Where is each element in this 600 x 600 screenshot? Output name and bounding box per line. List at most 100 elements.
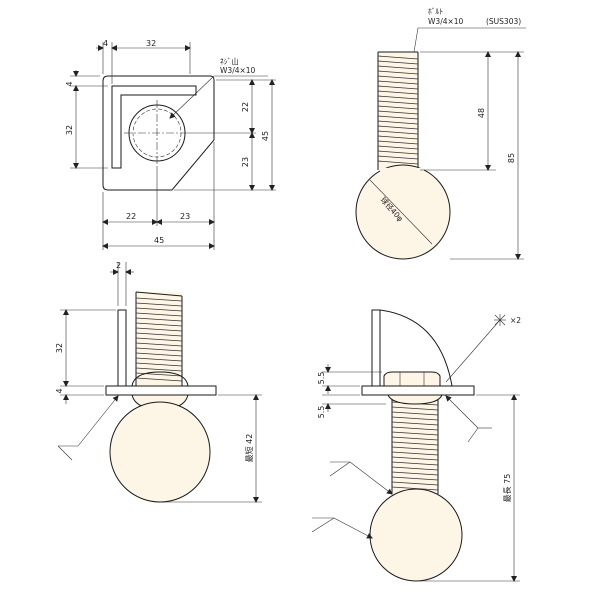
dim-bottom-45: 45 xyxy=(154,236,164,245)
callout-thread-size: W3/4×10 xyxy=(220,66,256,75)
thread-line xyxy=(135,312,183,317)
thread-line xyxy=(391,486,439,491)
bolt-thread-bl xyxy=(135,291,183,386)
thread-line xyxy=(135,322,183,327)
thread-line xyxy=(377,130,419,135)
leaders-br xyxy=(311,395,492,539)
dim-top-32: 32 xyxy=(146,39,156,48)
thread-line xyxy=(377,75,419,80)
thread-line xyxy=(135,357,183,362)
dim-lower-5-5: 5.5 xyxy=(317,406,326,419)
dim-upper-5-5: 5.5 xyxy=(317,372,326,385)
bracket-base-plate xyxy=(105,385,217,396)
top-dimensions: 4 32 xyxy=(96,39,191,84)
thread-line xyxy=(377,65,419,70)
thread-line xyxy=(391,466,439,471)
bolt-dimensions: 48 85 xyxy=(420,51,524,260)
nut-top xyxy=(131,371,189,387)
dim-max-75: 最長 75 xyxy=(503,474,512,503)
dim-max-42: 最短 42 xyxy=(244,434,254,463)
dim-bottom-22: 22 xyxy=(126,212,136,221)
dim-top-2: 2 xyxy=(116,261,121,270)
thread-line xyxy=(391,436,439,441)
thread-line xyxy=(135,367,183,372)
thread-line xyxy=(135,302,183,307)
dim-top-4: 4 xyxy=(103,39,108,48)
top-left-view: ﾈｼﾞ山 W3/4×10 4 32 4 32 xyxy=(65,39,276,250)
bolt-material: (SUS303) xyxy=(486,17,521,26)
top-right-view: 球径40φ ﾎﾞﾙﾄ W3/4×10 (SUS303) 48 85 xyxy=(355,7,526,260)
thread-line xyxy=(391,446,439,451)
thread-line xyxy=(377,85,419,90)
dim-left-4-bl: 4 xyxy=(55,388,64,393)
thread-line xyxy=(391,431,439,436)
thread-line xyxy=(135,332,183,337)
asterisk-note: ×2 xyxy=(445,314,521,383)
bottom-right-view: ×2 5.5 5.5 最長 xyxy=(311,309,521,582)
thread-line xyxy=(377,135,419,140)
thread-line xyxy=(391,406,439,411)
thread-line xyxy=(377,95,419,100)
thread-line xyxy=(377,105,419,110)
bracket-upright xyxy=(117,309,127,387)
thread-line xyxy=(391,461,439,466)
thread-line xyxy=(135,337,183,342)
thread-line xyxy=(377,60,419,65)
dim-left-32-bl: 32 xyxy=(55,343,64,353)
dim-right-23: 23 xyxy=(241,157,250,167)
thread-line xyxy=(391,481,439,486)
thread-line xyxy=(135,372,183,377)
thread-line xyxy=(391,411,439,416)
thread-line xyxy=(391,451,439,456)
ball-diameter-line xyxy=(369,179,433,245)
thread-line xyxy=(391,441,439,446)
thread-line xyxy=(135,352,183,357)
dim-bottom-23: 23 xyxy=(180,212,190,221)
thread-line xyxy=(135,362,183,367)
thread-line xyxy=(377,80,419,85)
thread-line xyxy=(377,100,419,105)
thread-line xyxy=(391,476,439,481)
side-dimensions-br: 5.5 5.5 最長 75 xyxy=(317,364,520,582)
thread-line xyxy=(377,150,419,155)
thread-line xyxy=(135,347,183,352)
thread-line xyxy=(135,297,183,302)
side-dimensions-bl: 2 32 4 最短 42 xyxy=(55,261,262,503)
right-dimensions: 22 23 45 xyxy=(174,79,276,191)
bolt-thread xyxy=(377,51,419,170)
bottom-left-view: 2 32 4 最短 42 xyxy=(55,261,262,503)
thread-line xyxy=(377,155,419,160)
nut-br xyxy=(383,371,441,387)
dim-right-45: 45 xyxy=(261,131,270,141)
thread-line xyxy=(377,115,419,120)
left-dimensions: 4 32 xyxy=(65,70,108,169)
thread-line xyxy=(377,125,419,130)
dim-left-4: 4 xyxy=(65,81,74,86)
thread-line xyxy=(377,145,419,150)
dim-thread-48: 48 xyxy=(477,108,486,118)
note-times-2: ×2 xyxy=(510,316,521,325)
thread-line xyxy=(391,456,439,461)
dim-right-22: 22 xyxy=(241,102,250,112)
dim-left-32: 32 xyxy=(65,125,74,135)
thread-line xyxy=(391,421,439,426)
thread-line xyxy=(377,55,419,60)
callout-thread-label: ﾈｼﾞ山 xyxy=(220,56,239,66)
thread-line xyxy=(135,317,183,322)
thread-line xyxy=(377,70,419,75)
ball-knob-br xyxy=(369,488,463,582)
ball-knob xyxy=(355,164,451,260)
bolt-thread-br xyxy=(391,398,439,494)
thread-line xyxy=(391,426,439,431)
thread-line xyxy=(135,377,183,382)
thread-line xyxy=(377,160,419,165)
base-plate-br xyxy=(361,385,475,396)
thread-line xyxy=(391,416,439,421)
thread-line xyxy=(135,327,183,332)
leader-bl xyxy=(57,395,119,461)
bolt-label: ﾎﾞﾙﾄ xyxy=(428,7,443,16)
thread-line xyxy=(377,110,419,115)
thread-line xyxy=(377,140,419,145)
